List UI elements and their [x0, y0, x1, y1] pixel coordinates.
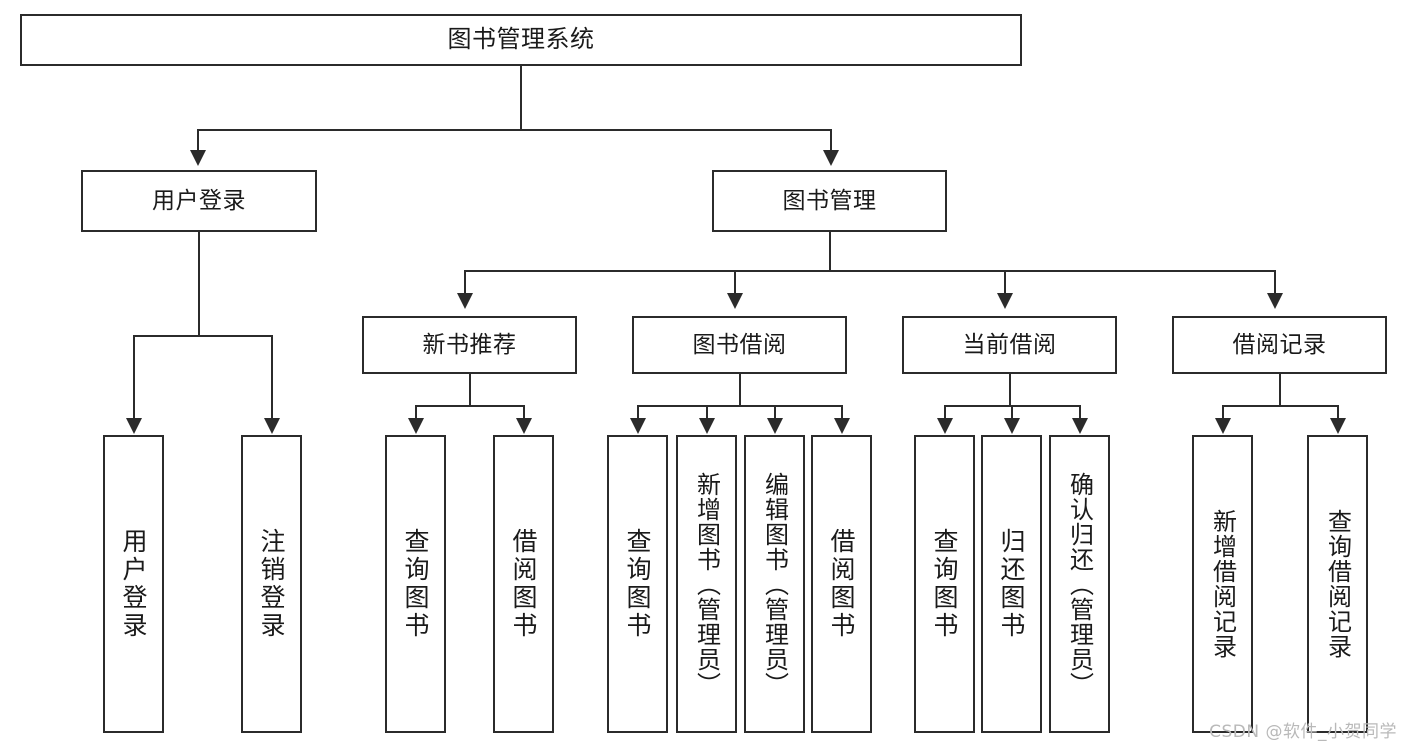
- connector-nbr-stem: [469, 374, 471, 406]
- leaf-br-add-record[interactable]: 新增借阅记录: [1192, 435, 1253, 733]
- leaf-logout[interactable]: 注销登录: [241, 435, 302, 733]
- node-label: 当前借阅: [962, 331, 1057, 358]
- node-label: 确认归还（管理员）: [1065, 471, 1094, 697]
- node-root-system[interactable]: 图书管理系统: [20, 14, 1022, 66]
- connector-bb-drop-3: [774, 405, 776, 419]
- connector-book-management-bus: [464, 270, 1276, 272]
- connector-bb-drop-4: [841, 405, 843, 419]
- connector-nbr-drop-2: [523, 405, 525, 419]
- node-label: 新增借阅记录: [1208, 509, 1237, 659]
- node-label: 查询图书: [930, 528, 959, 640]
- arrowhead-book-borrow: [727, 293, 743, 309]
- connector-bm-drop-2: [734, 270, 736, 294]
- leaf-bb-edit-book-admin[interactable]: 编辑图书（管理员）: [744, 435, 805, 733]
- connector-cb-drop-2: [1011, 405, 1013, 419]
- node-label: 图书借阅: [692, 331, 787, 358]
- connector-br-stem: [1279, 374, 1281, 406]
- node-label: 借阅记录: [1232, 331, 1327, 358]
- node-label: 归还图书: [997, 528, 1026, 640]
- node-label: 查询图书: [401, 528, 430, 640]
- connector-bm-drop-1: [464, 270, 466, 294]
- connector-root-stem: [520, 66, 522, 130]
- node-new-book-recommend[interactable]: 新书推荐: [362, 316, 577, 374]
- arrowhead-br-leaf-2: [1330, 418, 1346, 434]
- leaf-bb-query-book[interactable]: 查询图书: [607, 435, 668, 733]
- connector-nbr-bus: [415, 405, 525, 407]
- leaf-cb-confirm-return-admin[interactable]: 确认归还（管理员）: [1049, 435, 1110, 733]
- leaf-cb-return-book[interactable]: 归还图书: [981, 435, 1042, 733]
- node-label: 图书管理系统: [447, 25, 595, 54]
- arrowhead-nbr-leaf-1: [408, 418, 424, 434]
- arrowhead-borrow-record: [1267, 293, 1283, 309]
- arrowhead-cb-leaf-3: [1072, 418, 1088, 434]
- leaf-nbr-borrow-book[interactable]: 借阅图书: [493, 435, 554, 733]
- arrowhead-leaf-logout: [264, 418, 280, 434]
- connector-cb-drop-1: [944, 405, 946, 419]
- connector-bm-drop-3: [1004, 270, 1006, 294]
- arrowhead-new-book-rec: [457, 293, 473, 309]
- connector-bb-drop-1: [637, 405, 639, 419]
- node-label: 新书推荐: [422, 331, 517, 358]
- node-label: 借阅图书: [827, 528, 856, 640]
- connector-br-drop-1: [1222, 405, 1224, 419]
- connector-br-drop-2: [1337, 405, 1339, 419]
- arrowhead-leaf-user-login: [126, 418, 142, 434]
- arrowhead-br-leaf-1: [1215, 418, 1231, 434]
- node-label: 借阅图书: [509, 528, 538, 640]
- connector-root-bus: [197, 129, 832, 131]
- arrowhead-cb-leaf-1: [937, 418, 953, 434]
- arrowhead-current-borrow: [997, 293, 1013, 309]
- connector-root-drop-left: [197, 129, 199, 151]
- connector-user-login-drop-2: [271, 335, 273, 419]
- connector-bb-drop-2: [706, 405, 708, 419]
- arrowhead-bb-leaf-1: [630, 418, 646, 434]
- node-user-login[interactable]: 用户登录: [81, 170, 317, 232]
- leaf-bb-add-book-admin[interactable]: 新增图书（管理员）: [676, 435, 737, 733]
- connector-bb-bus: [637, 405, 843, 407]
- node-label: 注销登录: [257, 528, 286, 640]
- connector-nbr-drop-1: [415, 405, 417, 419]
- leaf-br-query-record[interactable]: 查询借阅记录: [1307, 435, 1368, 733]
- node-current-borrow[interactable]: 当前借阅: [902, 316, 1117, 374]
- node-label: 图书管理: [782, 187, 877, 214]
- connector-user-login-bus: [133, 335, 273, 337]
- connector-cb-drop-3: [1079, 405, 1081, 419]
- arrowhead-book-manage: [823, 150, 839, 166]
- arrowhead-cb-leaf-2: [1004, 418, 1020, 434]
- node-borrow-record[interactable]: 借阅记录: [1172, 316, 1387, 374]
- node-label: 查询借阅记录: [1323, 509, 1352, 659]
- connector-root-drop-right: [830, 129, 832, 151]
- node-label: 新增图书（管理员）: [692, 471, 721, 697]
- connector-br-bus: [1222, 405, 1339, 407]
- arrowhead-user-login: [190, 150, 206, 166]
- leaf-user-login[interactable]: 用户登录: [103, 435, 164, 733]
- arrowhead-bb-leaf-2: [699, 418, 715, 434]
- connector-user-login-stem: [198, 232, 200, 336]
- node-book-borrow[interactable]: 图书借阅: [632, 316, 847, 374]
- leaf-bb-borrow-book[interactable]: 借阅图书: [811, 435, 872, 733]
- connector-cb-stem: [1009, 374, 1011, 406]
- connector-book-management-stem: [829, 232, 831, 272]
- arrowhead-bb-leaf-4: [834, 418, 850, 434]
- arrowhead-nbr-leaf-2: [516, 418, 532, 434]
- node-label: 用户登录: [152, 187, 246, 214]
- leaf-nbr-query-book[interactable]: 查询图书: [385, 435, 446, 733]
- connector-bm-drop-4: [1274, 270, 1276, 294]
- node-label: 用户登录: [119, 528, 148, 640]
- connector-bb-stem: [739, 374, 741, 406]
- node-label: 编辑图书（管理员）: [760, 471, 789, 697]
- leaf-cb-query-book[interactable]: 查询图书: [914, 435, 975, 733]
- node-label: 查询图书: [623, 528, 652, 640]
- node-book-management[interactable]: 图书管理: [712, 170, 947, 232]
- connector-user-login-drop-1: [133, 335, 135, 419]
- arrowhead-bb-leaf-3: [767, 418, 783, 434]
